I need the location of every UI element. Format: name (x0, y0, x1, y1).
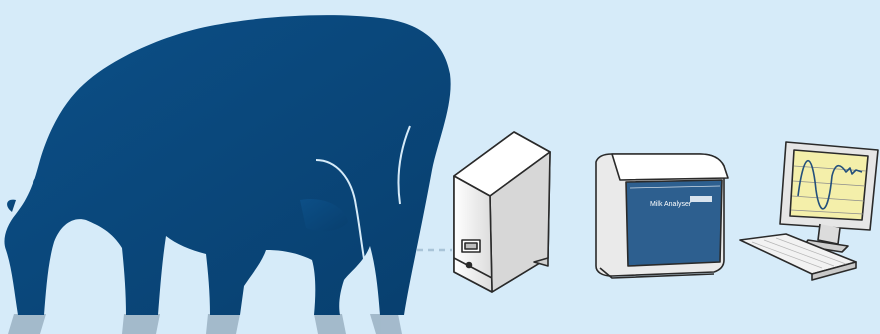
cow-icon (4, 15, 451, 316)
computer-icon (739, 141, 879, 281)
analyzer-instrument-icon: Milk Analyser (595, 153, 729, 279)
milk-sampler-icon (453, 131, 551, 293)
cow-reflection (8, 314, 402, 334)
analyzer-brand-label: Milk Analyser (650, 201, 692, 208)
